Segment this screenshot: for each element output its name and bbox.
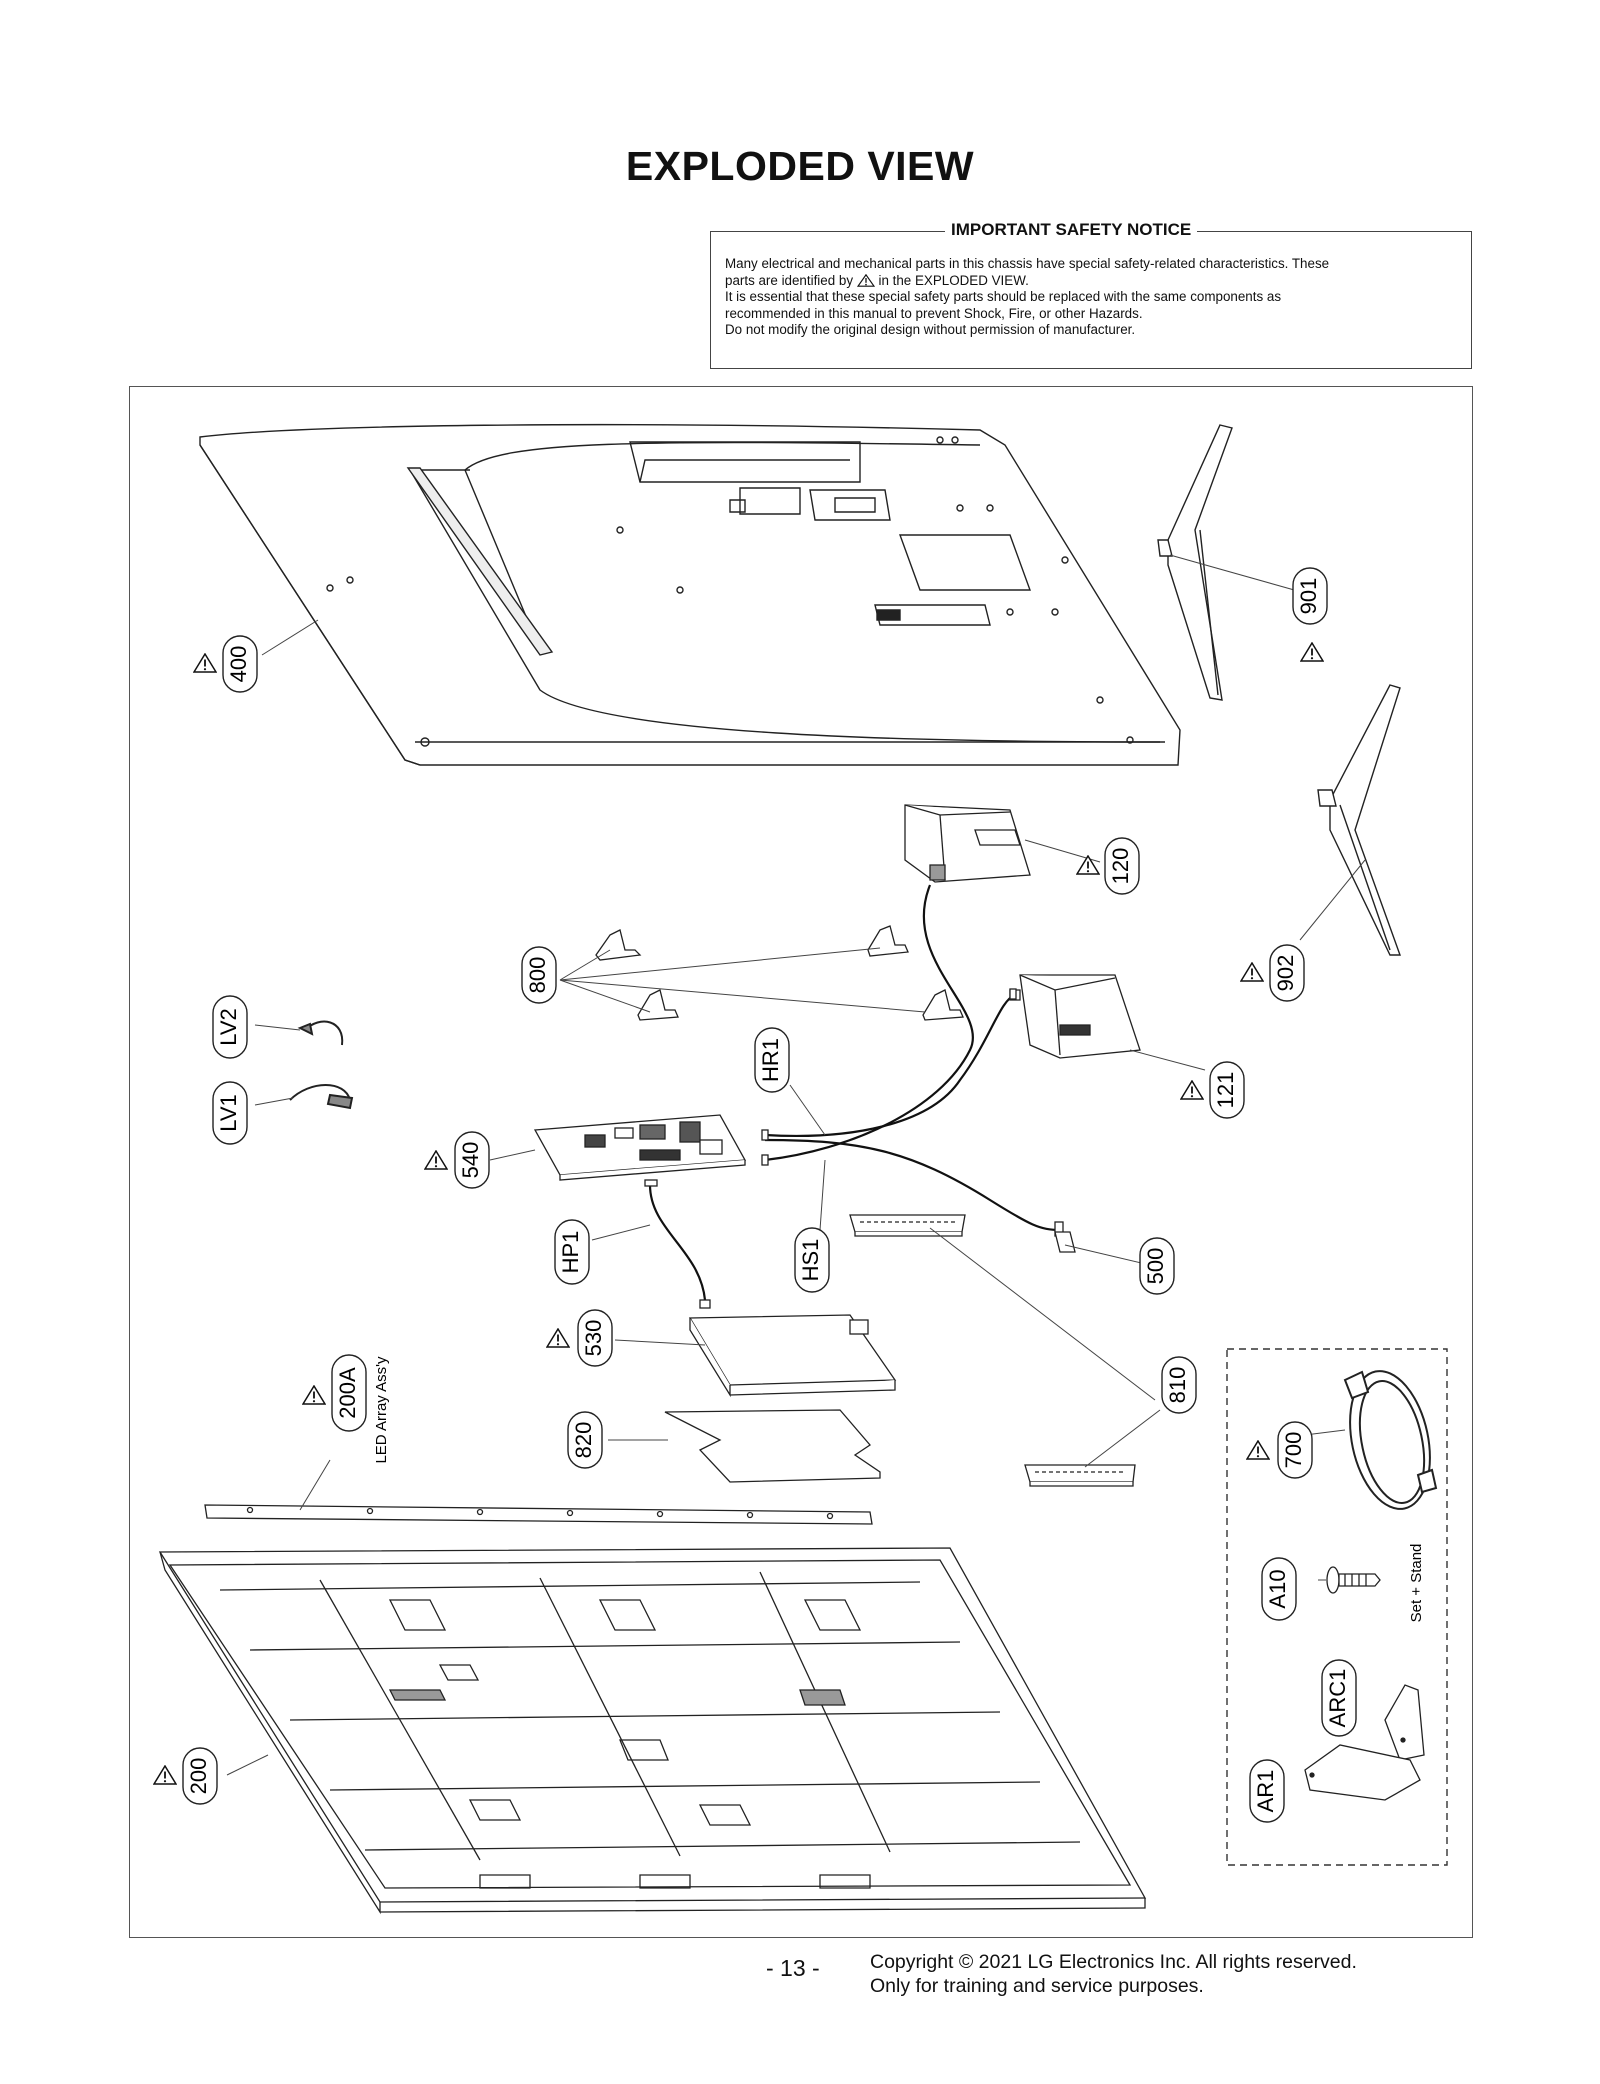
label-700: 700 xyxy=(1281,1432,1306,1469)
warning-icon xyxy=(153,1765,177,1785)
callout-700: 700 xyxy=(1246,1421,1313,1479)
page-number: - 13 - xyxy=(766,1955,820,1981)
callout-820: 820 xyxy=(567,1411,603,1469)
safety-notice-heading: IMPORTANT SAFETY NOTICE xyxy=(945,220,1198,240)
label-530: 530 xyxy=(581,1320,606,1357)
label-ar1: AR1 xyxy=(1253,1770,1278,1813)
warning-icon xyxy=(302,1385,326,1405)
label-400: 400 xyxy=(226,646,251,683)
safety-notice-body: Many electrical and mechanical parts in … xyxy=(725,256,1457,339)
label-800: 800 xyxy=(525,957,550,994)
callout-901: 901 xyxy=(1292,567,1328,662)
back-cover xyxy=(199,423,1181,766)
speaker-810-top xyxy=(849,1214,966,1237)
callout-hs1: HS1 xyxy=(794,1227,830,1293)
warning-icon xyxy=(1180,1080,1204,1100)
notice-line-3: It is essential that these special safet… xyxy=(725,289,1282,305)
label-hs1: HS1 xyxy=(798,1239,823,1282)
callout-ar1: AR1 xyxy=(1249,1759,1285,1823)
stand-902 xyxy=(1317,684,1401,956)
stand-901 xyxy=(1157,424,1233,701)
insulator-820 xyxy=(664,1409,881,1483)
speaker-500 xyxy=(1054,1231,1076,1253)
label-500: 500 xyxy=(1143,1248,1168,1285)
power-cord-700 xyxy=(1343,1370,1438,1510)
callout-400: 400 xyxy=(193,635,258,693)
warning-icon xyxy=(1300,642,1324,662)
notice-line-2: parts are identified by in the EXPLODED … xyxy=(725,273,1457,290)
label-200a: 200A xyxy=(335,1367,360,1419)
warning-icon xyxy=(1246,1440,1270,1460)
power-board-530 xyxy=(688,1314,897,1398)
remote-ar1 xyxy=(1304,1744,1421,1801)
notice-line-2-start: parts are identified by xyxy=(725,272,854,288)
label-hp1: HP1 xyxy=(558,1231,583,1274)
callout-530: 530 xyxy=(546,1309,613,1367)
warning-icon xyxy=(193,653,217,673)
cable-lv1 xyxy=(289,1084,354,1110)
wiring-harness xyxy=(648,884,1061,1301)
label-lv1: LV1 xyxy=(216,1094,241,1132)
label-901: 901 xyxy=(1296,578,1321,615)
copyright: Copyright © 2021 LG Electronics Inc. All… xyxy=(870,1950,1357,1998)
label-arc1: ARC1 xyxy=(1325,1669,1350,1728)
notice-line-1: Many electrical and mechanical parts in … xyxy=(725,256,1330,271)
label-902: 902 xyxy=(1273,955,1298,992)
label-121: 121 xyxy=(1213,1072,1238,1109)
label-a10: A10 xyxy=(1265,1569,1290,1608)
label-540: 540 xyxy=(458,1142,483,1179)
remote-arc1 xyxy=(1384,1684,1425,1761)
screw-a10 xyxy=(1326,1566,1381,1594)
module-121 xyxy=(1009,974,1141,1059)
callout-500: 500 xyxy=(1139,1237,1175,1295)
copyright-line-1: Copyright © 2021 LG Electronics Inc. All… xyxy=(870,1951,1357,1973)
callout-hp1: HP1 xyxy=(554,1219,590,1285)
warning-icon xyxy=(424,1150,448,1170)
callout-200a: 200A LED Array Ass'y xyxy=(302,1354,390,1464)
label-810: 810 xyxy=(1165,1367,1190,1404)
cable-lv2 xyxy=(297,1020,344,1046)
notice-line-5: Do not modify the original design withou… xyxy=(725,322,1136,338)
label-led-array: LED Array Ass'y xyxy=(373,1356,390,1464)
speaker-810-bottom xyxy=(1024,1464,1136,1487)
accessories-box xyxy=(1226,1348,1448,1866)
callout-hr1: HR1 xyxy=(754,1027,790,1093)
notice-line-2-end: in the EXPLODED VIEW. xyxy=(878,272,1029,288)
copyright-line-2: Only for training and service purposes. xyxy=(870,1975,1204,1997)
callout-121: 121 xyxy=(1180,1061,1245,1119)
warning-icon xyxy=(1076,855,1100,875)
brackets-800 xyxy=(595,925,964,1021)
page-title: EXPLODED VIEW xyxy=(625,143,975,189)
warning-icon xyxy=(1240,962,1264,982)
display-frame xyxy=(158,1547,1147,1915)
callout-200: 200 xyxy=(153,1747,218,1805)
label-set-stand: Set + Stand xyxy=(1408,1544,1425,1623)
label-lv2: LV2 xyxy=(216,1008,241,1046)
label-hr1: HR1 xyxy=(758,1038,783,1082)
callout-902: 902 xyxy=(1240,944,1305,1002)
safety-notice-box: IMPORTANT SAFETY NOTICE Many electrical … xyxy=(710,220,1472,369)
warning-triangle-icon xyxy=(856,273,875,287)
callout-arc1: ARC1 xyxy=(1321,1659,1357,1737)
label-120: 120 xyxy=(1108,848,1133,885)
callout-810: 810 xyxy=(1161,1356,1197,1414)
callout-lv2: LV2 xyxy=(212,995,248,1059)
callout-lv1: LV1 xyxy=(212,1081,248,1145)
label-200: 200 xyxy=(186,1758,211,1795)
notice-line-4: recommended in this manual to prevent Sh… xyxy=(725,305,1143,321)
led-array xyxy=(204,1504,873,1525)
callout-800: 800 xyxy=(521,946,557,1004)
label-820: 820 xyxy=(571,1422,596,1459)
main-board-540 xyxy=(533,1114,747,1181)
exploded-view-frame xyxy=(129,386,1473,1938)
callout-540: 540 xyxy=(424,1131,490,1189)
callout-120: 120 xyxy=(1076,837,1140,895)
module-120 xyxy=(904,804,1031,883)
callout-a10: A10 Set + Stand xyxy=(1261,1544,1425,1623)
warning-icon xyxy=(546,1328,570,1348)
